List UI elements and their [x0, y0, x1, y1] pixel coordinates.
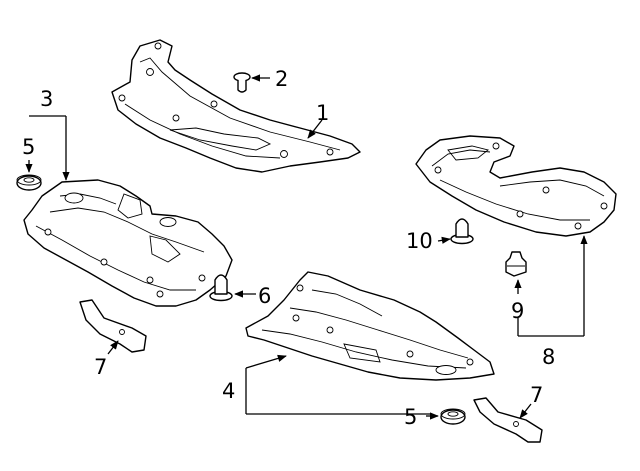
- callout-1: 1: [316, 101, 329, 125]
- callout-2: 2: [275, 67, 288, 91]
- callout-7-right: 7: [530, 383, 543, 407]
- part-1-upper-shield[interactable]: [111, 39, 361, 173]
- callout-7-left: 7: [94, 355, 107, 379]
- callout-8: 8: [542, 345, 555, 369]
- callout-6: 6: [258, 284, 271, 308]
- callout-9: 9: [511, 299, 524, 323]
- callout-4: 4: [222, 379, 235, 403]
- part-5-grommet-lower[interactable]: [440, 408, 466, 425]
- part-5-grommet-left[interactable]: [16, 174, 42, 191]
- callout-3: 3: [40, 87, 53, 111]
- part-8-right-under-cover[interactable]: [415, 135, 617, 237]
- part-7-bracket-left[interactable]: [79, 299, 147, 353]
- callout-10: 10: [406, 229, 433, 253]
- part-9-clip[interactable]: [505, 251, 527, 277]
- part-7-bracket-right[interactable]: [473, 397, 543, 443]
- part-6-clip[interactable]: [209, 274, 233, 302]
- leader-lines: [25, 74, 588, 420]
- callout-5-lower: 5: [404, 405, 417, 429]
- part-3-left-under-cover[interactable]: [23, 179, 233, 307]
- part-10-clip[interactable]: [450, 218, 474, 245]
- part-2-bolt[interactable]: [233, 72, 251, 93]
- callout-5-left: 5: [22, 135, 35, 159]
- part-4-center-under-cover[interactable]: [245, 271, 495, 381]
